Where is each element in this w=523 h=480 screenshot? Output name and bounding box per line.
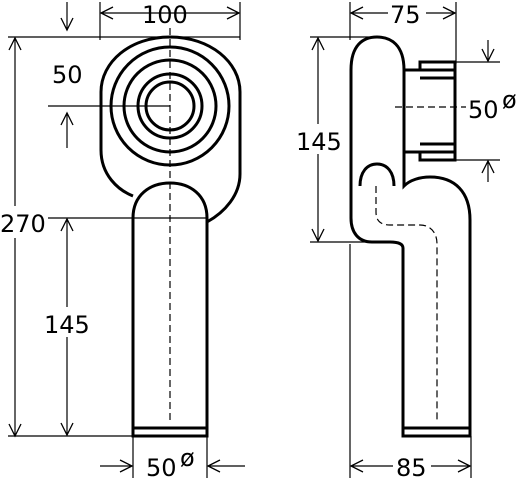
side-depth-label: 75 xyxy=(390,1,421,29)
side-bottom-arrow-right xyxy=(457,459,472,473)
front-leg-arrow-top xyxy=(60,217,74,232)
side-depth-arrow-left xyxy=(349,6,364,20)
side-inner-tube xyxy=(358,162,396,187)
side-bend-center-line xyxy=(375,186,438,420)
front-total-label: 270 xyxy=(0,210,46,238)
front-outlet-label: 50 xyxy=(146,454,177,480)
side-bottom-label-bg xyxy=(393,452,431,480)
front-leg-arrow-bottom xyxy=(60,422,74,437)
front-width-label: 100 xyxy=(142,1,188,29)
side-inlet-label-bg xyxy=(466,92,522,122)
front-width-arrow-right xyxy=(226,6,241,20)
side-height-arrow-top xyxy=(311,36,325,51)
side-inlet-arrow-top xyxy=(481,48,495,63)
front-outlet-arrow-right xyxy=(206,459,221,473)
front-width-arrow-left xyxy=(99,6,114,20)
front-view: 100 50 270 145 50 ø xyxy=(0,1,245,480)
side-inlet-label: 50 xyxy=(468,96,499,124)
side-inlet-symbol: ø xyxy=(502,86,517,114)
front-total-label-bg xyxy=(0,206,48,238)
side-view: 75 145 50 ø 85 xyxy=(294,0,522,480)
front-offset-label: 50 xyxy=(52,61,83,89)
front-outlet-arrow-left xyxy=(119,459,134,473)
side-bottom-arrow-left xyxy=(349,459,364,473)
side-height-arrow-bottom xyxy=(311,228,325,243)
side-bottom-label: 85 xyxy=(396,454,427,480)
front-offset-arrow-top xyxy=(60,17,74,32)
front-outlet-symbol: ø xyxy=(180,444,195,472)
front-total-arrow-top xyxy=(8,36,22,51)
side-depth-arrow-right xyxy=(442,6,457,20)
front-leg-label-bg xyxy=(42,307,92,337)
side-inlet-arrow-bottom xyxy=(481,159,495,174)
front-leg-label: 145 xyxy=(44,311,90,339)
side-depth-label-bg xyxy=(388,0,426,28)
side-body-outline xyxy=(349,35,472,438)
side-height-label-bg xyxy=(294,124,344,154)
front-offset-arrow-bottom xyxy=(60,111,74,126)
side-height-label: 145 xyxy=(296,128,342,156)
